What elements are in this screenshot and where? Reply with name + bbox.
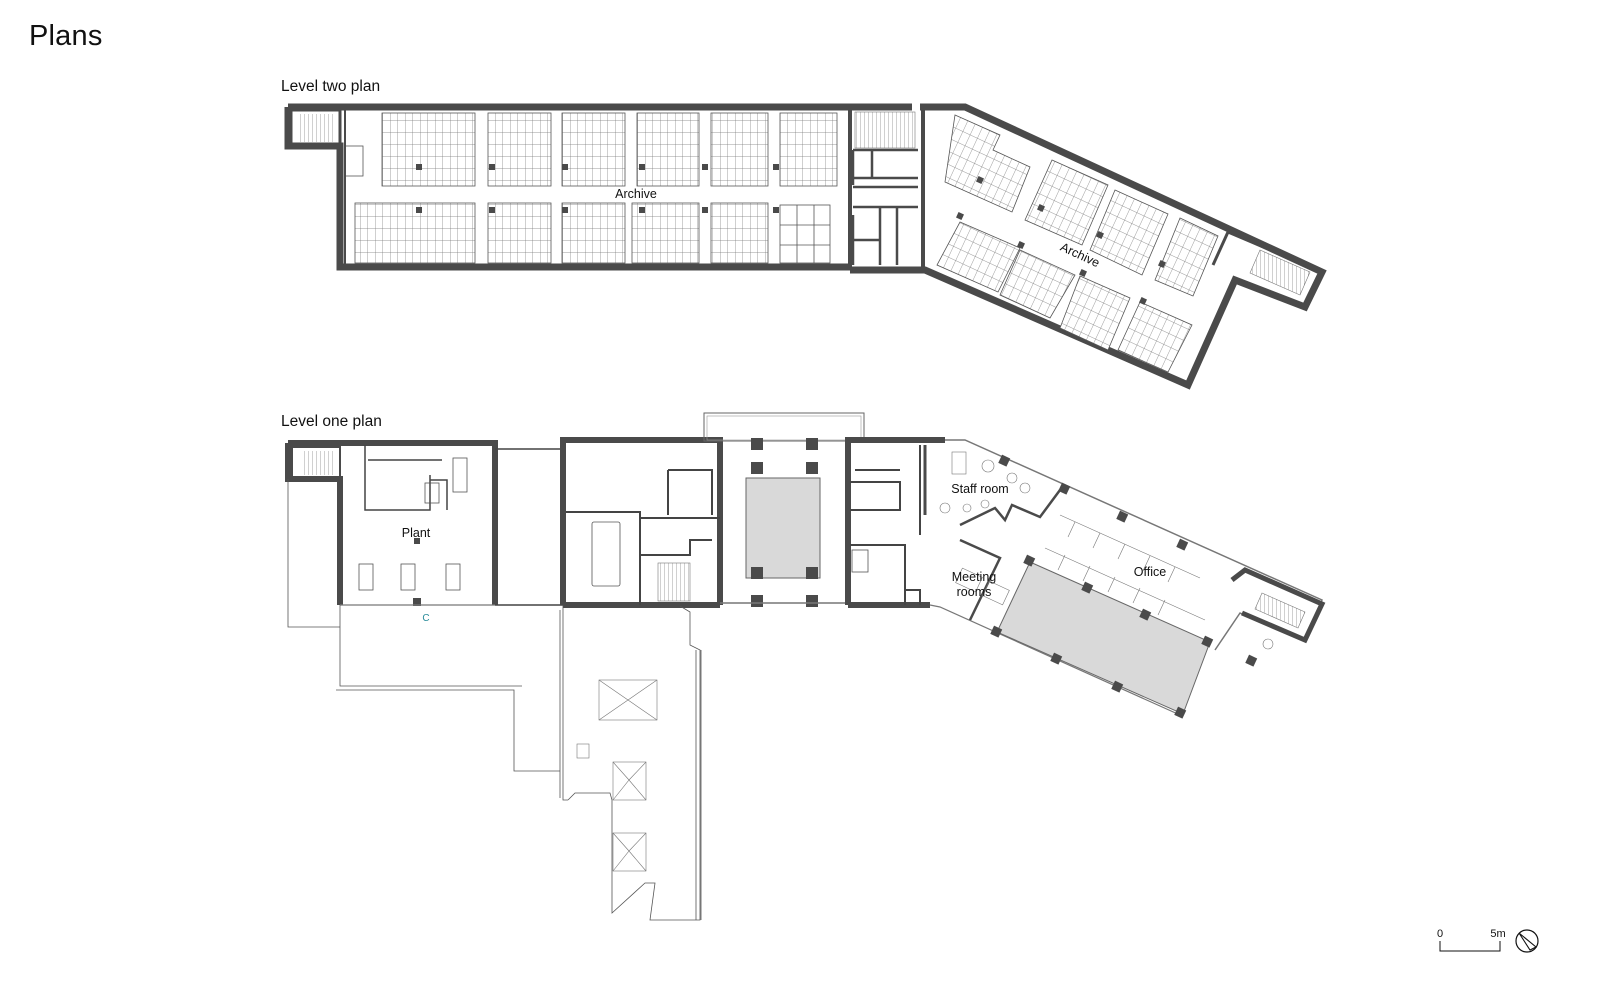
archive-shelving-east	[936, 114, 1219, 373]
stair-icon	[657, 562, 691, 602]
office-void	[996, 561, 1211, 715]
level-two-plan: Archive Archive	[284, 103, 1327, 390]
atrium	[703, 412, 865, 607]
stair-icon	[854, 111, 916, 149]
stair-icon	[300, 114, 334, 142]
scale-end-label: 5m	[1490, 928, 1505, 940]
staff-room-furniture	[939, 451, 1274, 650]
stair-icon	[302, 451, 334, 475]
external-terrace-outline	[287, 479, 702, 921]
scale-start-label: 0	[1437, 928, 1443, 940]
atrium-void	[745, 477, 821, 579]
east-core	[845, 437, 945, 608]
level-two-core	[848, 107, 925, 270]
east-stair-core	[1211, 230, 1323, 296]
meeting-table	[591, 521, 621, 587]
scale-bar: 0 5m	[1437, 928, 1506, 952]
room-label-meeting-rooms-line2: rooms	[957, 585, 992, 599]
room-label-office: Office	[1134, 565, 1166, 579]
office-desks	[1044, 514, 1206, 621]
archive-shelving-west	[354, 112, 838, 264]
room-label-meeting-rooms-line1: Meeting	[952, 570, 997, 584]
structural-columns	[416, 164, 779, 213]
level-two-plan-title: Level two plan	[281, 78, 381, 95]
terrace-skylights	[576, 679, 658, 872]
stair-icon	[1254, 592, 1306, 629]
grid-marker-c: C	[422, 613, 429, 624]
room-label-plant: Plant	[402, 526, 431, 540]
office-wing: Staff room Meeting rooms Office	[923, 439, 1326, 719]
page-title: Plans	[29, 20, 103, 52]
north-arrow-icon	[1515, 929, 1539, 953]
level-one-plan-title: Level one plan	[281, 413, 382, 430]
stair-icon	[1249, 249, 1311, 296]
room-label-archive-west: Archive	[615, 187, 657, 201]
room-label-staff-room: Staff room	[951, 482, 1008, 496]
plant-block: Plant C	[285, 440, 498, 624]
middle-block	[560, 437, 723, 608]
level-one-plan: Plant C	[285, 412, 1326, 921]
